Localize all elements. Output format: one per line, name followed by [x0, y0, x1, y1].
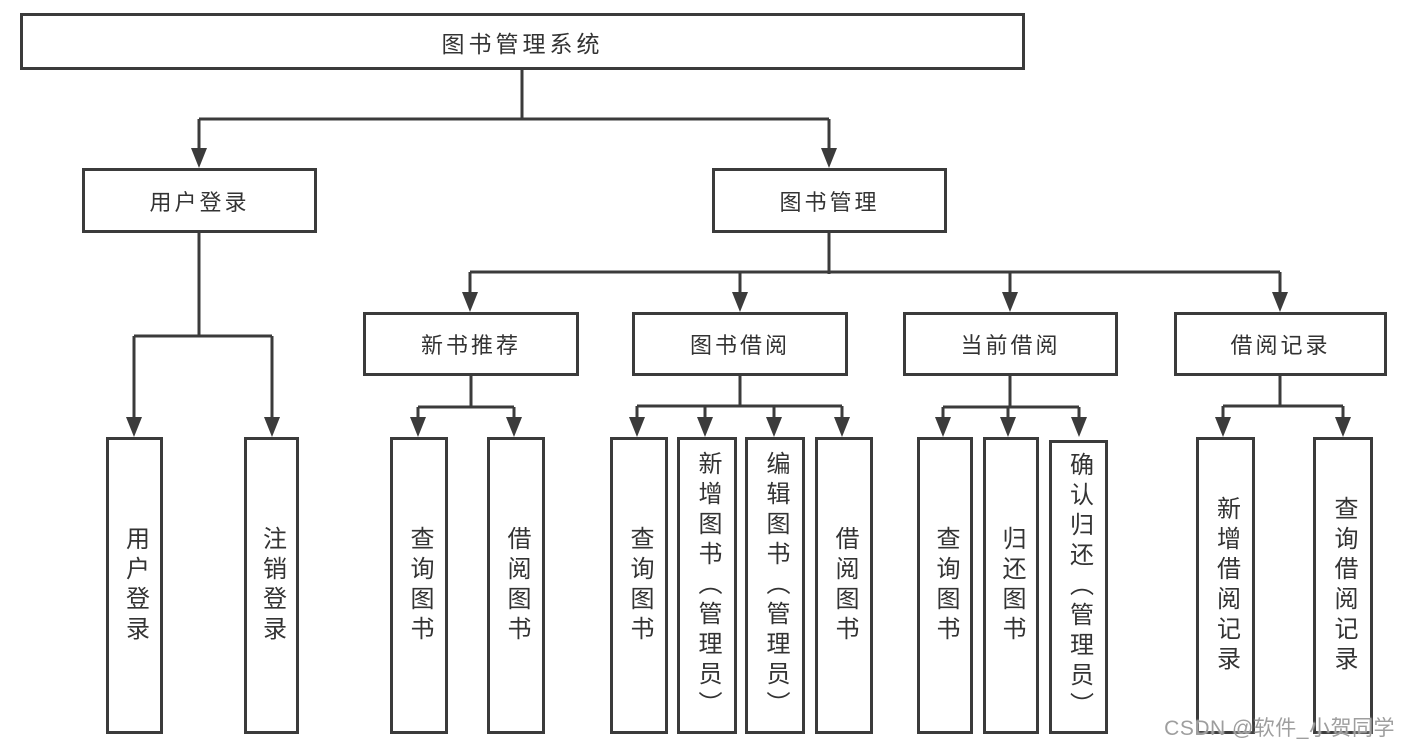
leaf-borrow-add-books-admin: 新增图书（管理员） [677, 437, 737, 734]
leaf-label: 查询图书 [406, 525, 433, 646]
arrowhead-icon [1215, 417, 1231, 437]
arrowhead-icon [410, 417, 426, 437]
arrowhead-icon [732, 292, 748, 312]
leaf-current-query-books: 查询图书 [917, 437, 973, 734]
leaf-label: 借阅图书 [503, 525, 530, 646]
node-new-book-recommend: 新书推荐 [363, 312, 579, 376]
node-book-borrow: 图书借阅 [632, 312, 848, 376]
arrowhead-icon [834, 417, 850, 437]
leaf-recommend-query-books: 查询图书 [390, 437, 448, 734]
node-book-management: 图书管理 [712, 168, 947, 233]
leaf-label: 查询借阅记录 [1330, 495, 1357, 676]
node-user-login: 用户登录 [82, 168, 317, 233]
arrowhead-icon [1335, 417, 1351, 437]
leaf-user-login: 用户登录 [106, 437, 163, 734]
leaf-current-return-books: 归还图书 [983, 437, 1039, 734]
watermark: CSDN @软件_小贺同学 [1164, 717, 1395, 740]
leaf-label: 编辑图书（管理员） [762, 450, 789, 721]
arrowhead-icon [126, 417, 142, 437]
arrowhead-icon [766, 417, 782, 437]
leaf-label: 注销登录 [258, 525, 286, 646]
leaf-label: 新增图书（管理员） [694, 450, 721, 721]
arrowhead-icon [629, 417, 645, 437]
leaf-borrow-borrow-books: 借阅图书 [815, 437, 873, 734]
leaf-borrow-edit-books-admin: 编辑图书（管理员） [745, 437, 805, 734]
arrowhead-icon [697, 417, 713, 437]
leaf-recommend-borrow-books: 借阅图书 [487, 437, 545, 734]
leaf-label: 查询图书 [932, 525, 959, 646]
arrowhead-icon [935, 417, 951, 437]
node-current-borrow: 当前借阅 [903, 312, 1118, 376]
arrowhead-icon [191, 148, 207, 168]
arrowhead-icon [462, 292, 478, 312]
leaf-label: 确认归还（管理员） [1065, 452, 1093, 722]
node-borrow-records: 借阅记录 [1174, 312, 1387, 376]
arrowhead-icon [1071, 417, 1087, 437]
leaf-borrow-query-books: 查询图书 [610, 437, 668, 734]
leaf-label: 归还图书 [998, 525, 1025, 646]
node-root-system: 图书管理系统 [20, 13, 1025, 70]
leaf-records-query-record: 查询借阅记录 [1313, 437, 1373, 734]
arrowhead-icon [1272, 292, 1288, 312]
leaf-label: 借阅图书 [831, 525, 858, 646]
leaf-label: 用户登录 [121, 525, 149, 646]
leaf-current-confirm-return-admin: 确认归还（管理员） [1049, 440, 1108, 734]
arrowhead-icon [1000, 417, 1016, 437]
leaf-label: 查询图书 [626, 525, 653, 646]
arrowhead-icon [1002, 292, 1018, 312]
arrowhead-icon [821, 148, 837, 168]
leaf-records-add-record: 新增借阅记录 [1196, 437, 1255, 734]
arrowhead-icon [264, 417, 280, 437]
arrowhead-icon [506, 417, 522, 437]
leaf-logout: 注销登录 [244, 437, 299, 734]
leaf-label: 新增借阅记录 [1212, 495, 1240, 676]
